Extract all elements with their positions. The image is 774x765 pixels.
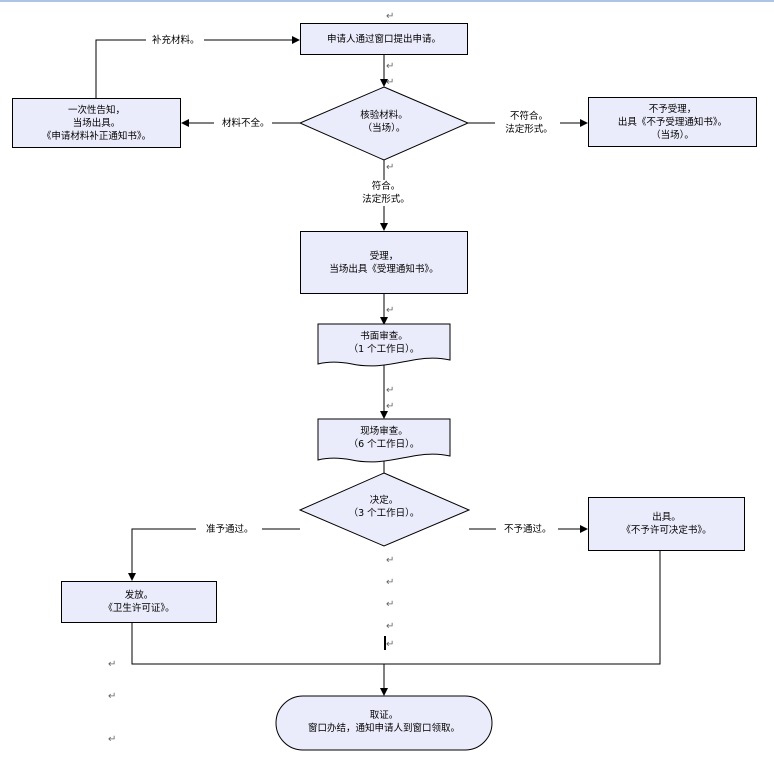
para-mark: ↵ [386, 555, 395, 566]
para-mark: ↵ [386, 639, 395, 650]
notice-supplement-box: 一次性告知， 当场出具。 《申请材料补正通知书》。 [12, 98, 181, 148]
para-mark: ↵ [386, 621, 395, 632]
pickup-shape [275, 695, 493, 751]
not-conform-line-2: 法定形式。 [505, 124, 553, 135]
notice-line-3: 《申请材料补正通知书》。 [41, 130, 152, 142]
paper-line-2: （1 个工作日）。 [348, 344, 420, 355]
para-mark: ↵ [386, 11, 395, 22]
issue-denial-box: 出具。 《不予许可决定书》。 [588, 497, 745, 551]
edge-label-not-conform: 不符合。 法定形式。 [498, 110, 560, 136]
para-mark: ↵ [386, 77, 395, 88]
check-text: 核验材料。 （当场）。 [320, 107, 448, 137]
denial-line-1: 出具。 [652, 512, 681, 523]
reject-accept-box: 不予受理， 出具《不予受理通知书》。 （当场）。 [588, 97, 757, 147]
para-mark: ↵ [386, 61, 395, 72]
para-mark: ↵ [108, 659, 117, 670]
issue-license-box: 发放。 《卫生许可证》。 [61, 581, 217, 623]
reject-line-1: 不予受理， [648, 103, 697, 115]
edge-decision-to-license-b [128, 528, 196, 581]
decision-line-1: 决定。 [369, 495, 399, 506]
para-mark: ↵ [386, 385, 395, 396]
para-mark: ↵ [386, 599, 395, 610]
reject-line-2: 出具《不予受理通知书》。 [617, 116, 728, 128]
paper-review-text: 书面审查。 （1 个工作日）。 [318, 328, 450, 358]
start-text: 申请人通过窗口提出申请。 [326, 33, 441, 45]
decision-line-2: （3 个工作日）。 [348, 508, 420, 519]
edge-license-down [131, 551, 661, 665]
edge-supplement-loop-a [95, 39, 146, 98]
paper-review-shape [317, 323, 451, 367]
para-mark: ↵ [108, 691, 117, 702]
accept-line-1: 受理， [369, 250, 399, 262]
edge-label-supplement: 补充材料。 [152, 35, 200, 46]
reject-line-3: （当场）。 [651, 129, 694, 141]
edge-label-approve: 准予通过。 [206, 524, 254, 535]
pickup-line-2: 窗口办结，通知申请人到窗口领取。 [307, 723, 460, 734]
para-mark: ↵ [386, 162, 395, 173]
check-diamond [298, 86, 470, 161]
start-box: 申请人通过窗口提出申请。 [300, 23, 468, 55]
edge-label-incomplete: 材料不全。 [222, 118, 270, 129]
decision-diamond [298, 472, 471, 547]
edge-label-conform: 符合。 法定形式。 [356, 180, 416, 206]
pickup-text: 取证。 窗口办结，通知申请人到窗口领取。 [280, 706, 488, 738]
paper-line-1: 书面审查。 [360, 331, 408, 342]
notice-line-2: 当场出具。 [72, 117, 121, 129]
pickup-line-1: 取证。 [369, 710, 399, 721]
text-cursor [384, 636, 386, 650]
para-mark: ↵ [386, 577, 395, 588]
conform-line-2: 法定形式。 [362, 194, 410, 205]
not-conform-line-1: 不符合。 [509, 111, 548, 122]
decision-text: 决定。 （3 个工作日）。 [320, 492, 448, 522]
site-review-text: 现场审查。 （6 个工作日）。 [318, 423, 450, 453]
check-line-2: （当场）。 [362, 123, 406, 134]
license-line-1: 发放。 [124, 590, 154, 601]
license-line-2: 《卫生许可证》。 [103, 603, 175, 614]
site-review-shape [317, 418, 451, 463]
para-mark: ↵ [108, 734, 117, 745]
para-mark: ↵ [386, 401, 395, 412]
site-line-2: （6 个工作日）。 [348, 439, 420, 450]
accept-line-2: 当场出具《受理通知书》。 [329, 263, 439, 275]
denial-line-2: 《不予许可决定书》。 [621, 525, 712, 536]
top-border [0, 0, 774, 2]
edge-label-deny: 不予通过。 [504, 524, 552, 535]
notice-line-1: 一次性告知， [67, 104, 125, 116]
check-line-1: 核验材料。 [360, 110, 408, 121]
site-line-1: 现场审查。 [360, 426, 408, 437]
accept-box: 受理， 当场出具《受理通知书》。 [300, 231, 468, 294]
para-mark: ↵ [386, 305, 395, 316]
conform-line-1: 符合。 [371, 181, 401, 192]
